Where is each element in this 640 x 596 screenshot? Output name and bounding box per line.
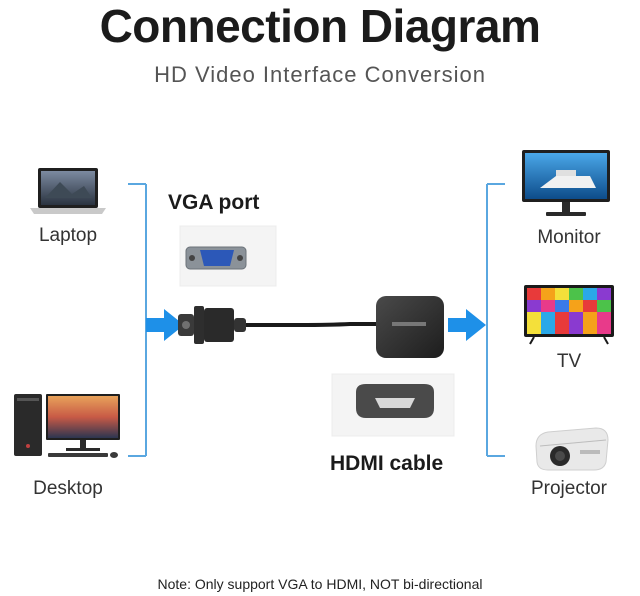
hdmi-port-icon [331,373,455,437]
projector-icon [535,427,609,471]
tv-icon [524,285,614,345]
diagram-subtitle: HD Video Interface Conversion [154,62,486,87]
monitor-icon [522,150,610,216]
display-label-projector: Projector [530,478,608,499]
cable-line [246,322,380,327]
source-label-desktop: Desktop [33,478,103,499]
right-bracket [486,183,505,457]
display-label-monitor: Monitor [537,227,601,248]
input-arrow [146,309,184,341]
desktop-computer-icon [14,394,120,458]
vga-connector-icon [178,306,246,344]
diagram-title: Connection Diagram [99,0,541,52]
display-label-tv: TV [556,351,582,372]
compatibility-note: Note: Only support VGA to HDMI, NOT bi-d… [157,576,483,592]
source-label-laptop: Laptop [38,225,98,246]
hdmi-adapter-icon [376,296,444,358]
output-arrow [448,309,486,341]
hdmi-cable-label: HDMI cable [330,452,444,475]
vga-port-icon [179,225,277,287]
laptop-icon [30,168,106,214]
vga-port-label: VGA port [168,191,260,214]
